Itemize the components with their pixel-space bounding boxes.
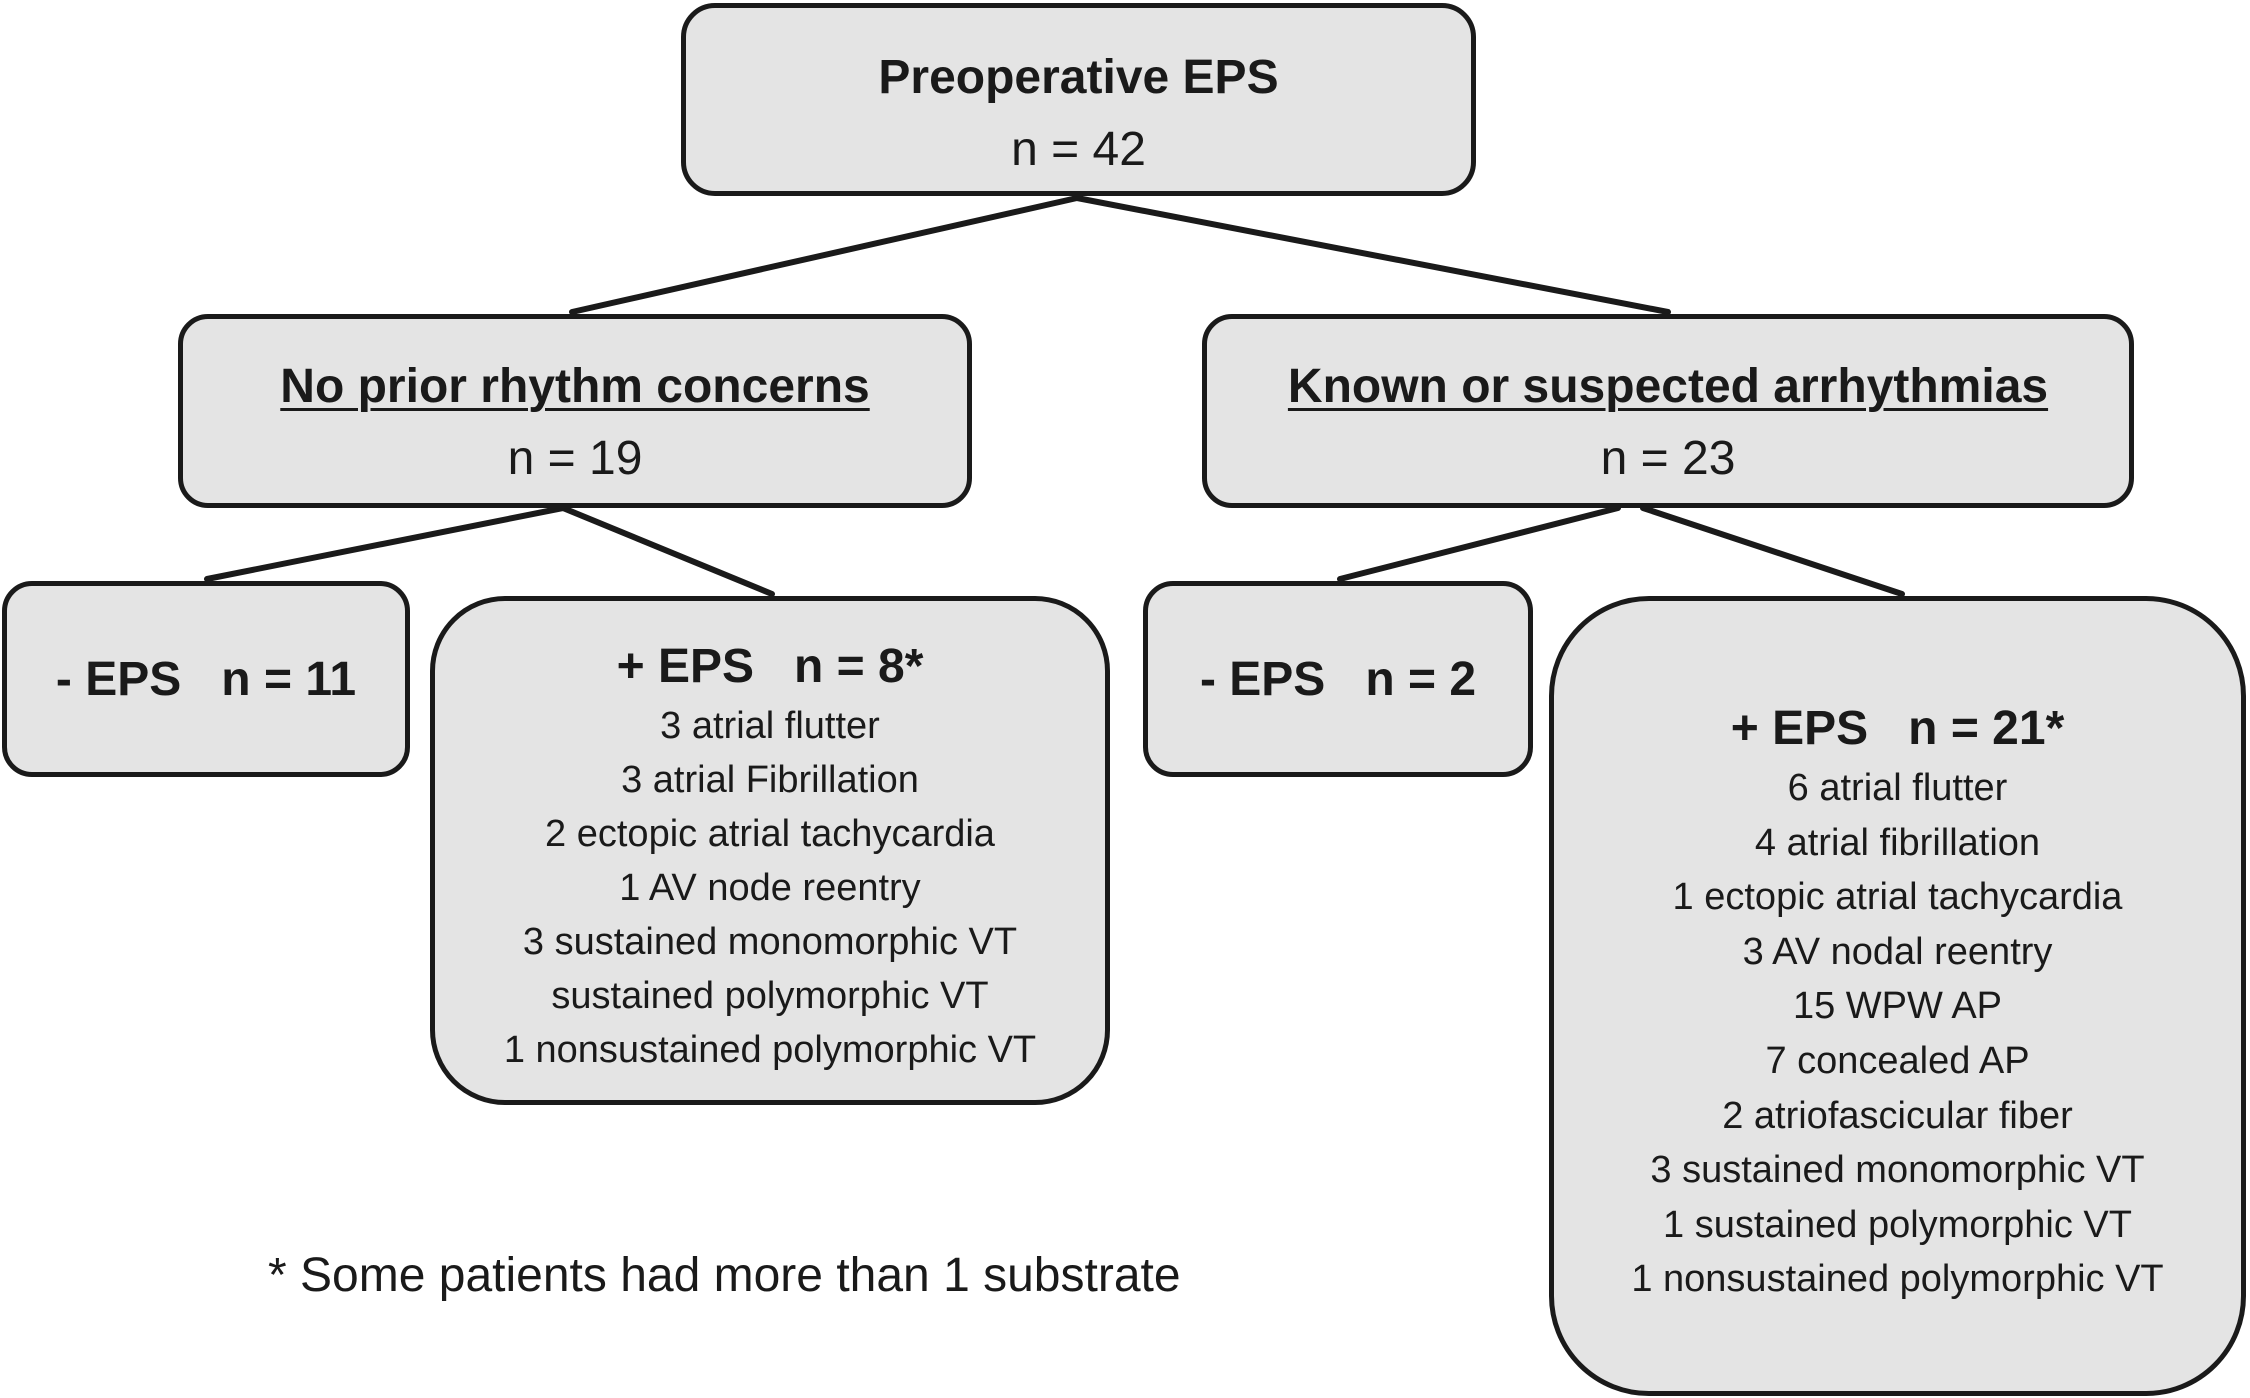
left-negative-label: - EPS bbox=[55, 652, 182, 706]
left-branch-title: No prior rhythm concerns bbox=[280, 360, 870, 413]
right-negative-label: - EPS bbox=[1199, 652, 1326, 706]
right-positive-eps-node: + EPS n = 21* 6 atrial flutter 4 atrial f… bbox=[1549, 596, 2246, 1396]
connector-root-to-right bbox=[1074, 195, 1671, 315]
right-positive-item: 7 concealed AP bbox=[1765, 1039, 2030, 1082]
left-positive-item: sustained polymorphic VT bbox=[551, 975, 989, 1017]
right-positive-item: 2 atriofascicular fiber bbox=[1722, 1094, 2073, 1137]
connector-right-to-positive bbox=[1640, 505, 1905, 597]
left-positive-count: n = 8* bbox=[794, 640, 924, 693]
connector-left-to-negative bbox=[204, 505, 566, 582]
right-branch-title: Known or suspected arrhythmias bbox=[1287, 360, 2049, 413]
left-positive-item: 2 ectopic atrial tachycardia bbox=[545, 813, 995, 855]
right-positive-label: + EPS bbox=[1730, 702, 1869, 755]
no-prior-rhythm-node: No prior rhythm concerns n = 19 bbox=[178, 314, 972, 508]
left-positive-item: 3 atrial flutter bbox=[660, 705, 880, 747]
left-positive-label: + EPS bbox=[616, 640, 754, 693]
left-branch-count: n = 19 bbox=[507, 432, 643, 485]
right-positive-item: 3 sustained monomorphic VT bbox=[1650, 1149, 2145, 1192]
left-negative-count: n = 11 bbox=[221, 652, 357, 706]
right-positive-item: 4 atrial fibrillation bbox=[1754, 821, 2041, 864]
connector-right-to-negative bbox=[1337, 505, 1621, 582]
connector-left-to-positive bbox=[560, 505, 775, 597]
root-count: n = 42 bbox=[1011, 123, 1146, 176]
root-title: Preoperative EPS bbox=[878, 51, 1279, 104]
right-negative-eps-node: - EPS n = 2 bbox=[1143, 581, 1533, 777]
right-positive-item: 6 atrial flutter bbox=[1787, 767, 2008, 809]
left-positive-item: 1 nonsustained polymorphic VT bbox=[503, 1029, 1037, 1071]
root-node: Preoperative EPS n = 42 bbox=[681, 3, 1476, 196]
right-positive-heading: + EPS n = 21* bbox=[1554, 697, 2241, 761]
footnote: * Some patients had more than 1 substrat… bbox=[268, 1249, 1181, 1302]
left-positive-item: 1 AV node reentry bbox=[619, 867, 921, 909]
left-positive-heading: + EPS n = 8* bbox=[435, 635, 1105, 699]
right-positive-item: 1 sustained polymorphic VT bbox=[1663, 1203, 2132, 1246]
right-branch-count: n = 23 bbox=[1600, 432, 1736, 485]
left-positive-eps-node: + EPS n = 8* 3 atrial flutter 3 atrial Fi… bbox=[430, 596, 1110, 1105]
right-positive-item: 1 nonsustained polymorphic VT bbox=[1631, 1258, 2164, 1301]
left-positive-item: 3 sustained monomorphic VT bbox=[522, 921, 1018, 963]
left-negative-eps-node: - EPS n = 11 bbox=[2, 581, 410, 777]
left-positive-item: 3 atrial Fibrillation bbox=[621, 759, 919, 801]
right-positive-item: 3 AV nodal reentry bbox=[1742, 930, 2053, 973]
known-arrhythmias-node: Known or suspected arrhythmias n = 23 bbox=[1202, 314, 2134, 508]
right-negative-count: n = 2 bbox=[1365, 652, 1477, 706]
connector-root-to-left bbox=[569, 195, 1080, 315]
right-positive-item: 1 ectopic atrial tachycardia bbox=[1672, 876, 2123, 919]
right-positive-count: n = 21* bbox=[1908, 702, 2065, 755]
right-positive-item: 15 WPW AP bbox=[1792, 985, 2003, 1028]
